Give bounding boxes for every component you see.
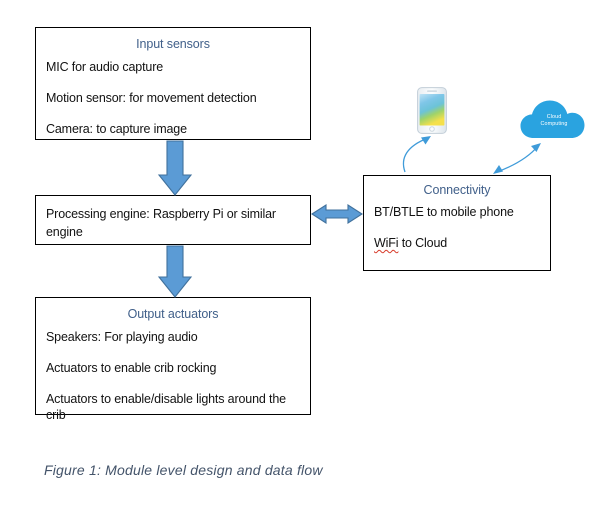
arrow-connectivity-to-phone-line xyxy=(402,137,429,173)
input-sensors-line-1: MIC for audio capture xyxy=(46,60,164,74)
output-actuators-lines: Speakers: For playing audio Actuators to… xyxy=(36,329,310,424)
input-sensors-line-3: Camera: to capture image xyxy=(46,121,187,136)
output-actuators-line-3: Actuators to enable/disable lights aroun… xyxy=(46,391,286,423)
arrow-processing-connectivity xyxy=(310,203,364,225)
arrow-connectivity-to-phone-head xyxy=(421,136,431,145)
processing-engine-box: Processing engine: Raspberry Pi or simil… xyxy=(35,195,311,245)
connectivity-title: Connectivity xyxy=(423,183,491,197)
connectivity-line-2: WiFi to Cloud xyxy=(364,235,550,252)
processing-engine-text: Processing engine: Raspberry Pi or simil… xyxy=(46,207,276,240)
cloud-label: Cloud Computing xyxy=(519,114,589,128)
output-actuators-line-1: Speakers: For playing audio xyxy=(46,330,198,344)
figure-caption: Figure 1: Module level design and data f… xyxy=(44,462,323,478)
connectivity-box: Connectivity BT/BTLE to mobile phone WiF… xyxy=(363,175,551,271)
input-sensors-box: Input sensors MIC for audio capture Moti… xyxy=(35,27,311,140)
arrow-connectivity-to-cloud-line xyxy=(496,145,539,173)
input-sensors-line-2: Motion sensor: for movement detection xyxy=(46,90,257,105)
cloud-label-line-2: Computing xyxy=(540,120,568,127)
input-sensors-title: Input sensors xyxy=(136,37,210,51)
input-sensors-lines: MIC for audio capture Motion sensor: for… xyxy=(36,59,310,137)
output-actuators-line-2: Actuators to enable crib rocking xyxy=(46,360,217,375)
output-actuators-box: Output actuators Speakers: For playing a… xyxy=(35,297,311,422)
arrow-input-to-processing xyxy=(157,140,193,196)
cloud-label-line-1: Cloud xyxy=(546,114,562,120)
connectivity-line-1: BT/BTLE to mobile phone xyxy=(374,205,514,219)
cloud-computing-icon: Cloud Computing xyxy=(519,98,589,146)
connectivity-wifi-rest: to Cloud xyxy=(398,235,448,250)
connectivity-wifi-word: WiFi xyxy=(374,235,399,250)
output-actuators-title: Output actuators xyxy=(127,307,219,321)
connectivity-lines: BT/BTLE to mobile phone WiFi to Cloud xyxy=(364,204,550,252)
arrow-connectivity-to-cloud-head-bottom xyxy=(493,165,503,174)
arrow-processing-to-output xyxy=(157,245,193,298)
mobile-phone-icon xyxy=(417,87,447,134)
